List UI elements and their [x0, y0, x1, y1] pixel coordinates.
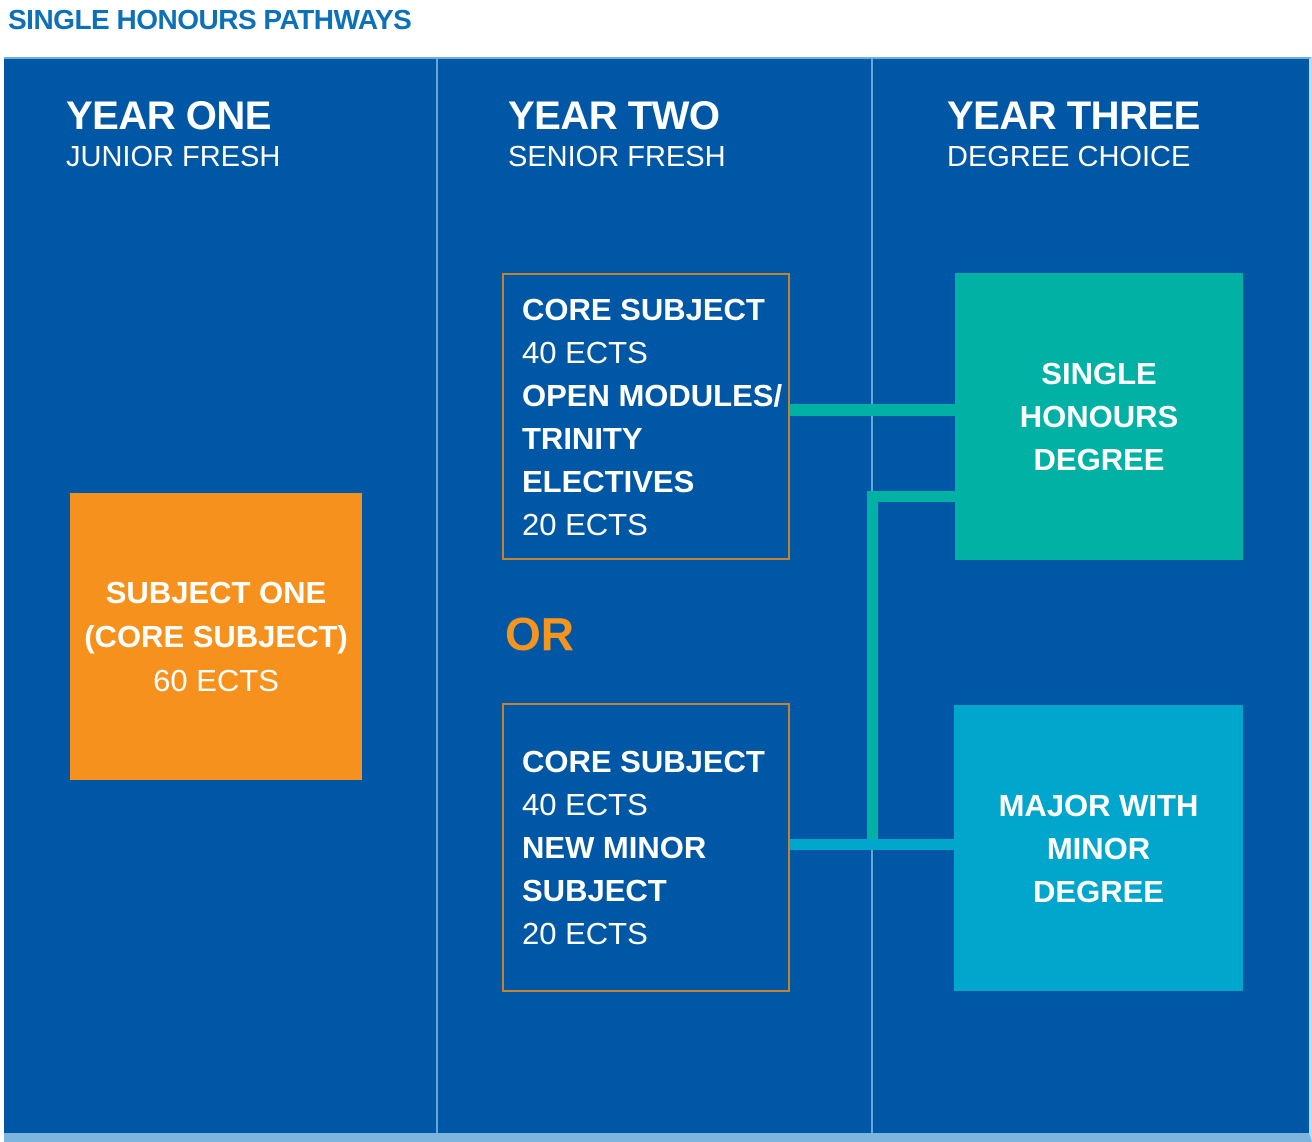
pathway-line-option2-to-single-honours-stub: [867, 491, 955, 502]
subject-one-box: SUBJECT ONE (CORE SUBJECT) 60 ECTS: [70, 493, 362, 780]
option2-new-minor-label-line2: SUBJECT: [522, 873, 667, 908]
year-three-subheading: DEGREE CHOICE: [947, 141, 1191, 173]
major-with-minor-degree-box: MAJOR WITH MINOR DEGREE: [954, 705, 1243, 991]
column-header-year-one: YEAR ONE JUNIOR FRESH: [66, 94, 280, 173]
column-header-year-two: YEAR TWO SENIOR FRESH: [508, 94, 726, 173]
option1-electives-ects: 20 ECTS: [522, 506, 648, 542]
or-label: OR: [505, 608, 574, 660]
subject-one-ects: 60 ECTS: [153, 662, 279, 698]
year-two-heading: YEAR TWO: [508, 94, 720, 138]
option1-core-ects: 40 ECTS: [522, 334, 648, 370]
year-one-subheading: JUNIOR FRESH: [66, 141, 281, 173]
single-honours-line2: HONOURS: [1019, 399, 1179, 434]
year-two-subheading: SENIOR FRESH: [508, 141, 726, 173]
page-title: SINGLE HONOURS PATHWAYS: [8, 4, 412, 35]
single-honours-line1: SINGLE: [1041, 356, 1157, 391]
option1-open-modules-label-line3: ELECTIVES: [522, 463, 695, 499]
subject-one-line1: SUBJECT ONE: [105, 574, 327, 610]
option2-core-ects: 40 ECTS: [522, 787, 648, 822]
option2-core-subject-label: CORE SUBJECT: [522, 744, 765, 779]
option1-open-modules-label-line2: TRINITY: [522, 420, 643, 456]
single-honours-degree-box: SINGLE HONOURS DEGREE: [955, 273, 1243, 560]
single-honours-line3: DEGREE: [1033, 442, 1165, 477]
option2-new-minor-label-line1: NEW MINOR: [522, 830, 707, 865]
subject-one-line2: (CORE SUBJECT): [84, 618, 348, 654]
column-divider-year1-year2: [436, 59, 438, 1133]
option1-open-modules-label-line1: OPEN MODULES/: [522, 377, 783, 413]
major-minor-line2: MINOR: [1046, 830, 1151, 866]
pathway-line-option2-to-major-minor: [790, 839, 954, 850]
option2-minor-ects: 20 ECTS: [522, 916, 648, 951]
pathway-line-option1-to-single-honours: [790, 404, 955, 416]
year2-option2-box: CORE SUBJECT 40 ECTS NEW MINOR SUBJECT 2…: [502, 703, 790, 992]
year2-option1-box: CORE SUBJECT 40 ECTS OPEN MODULES/ TRINI…: [502, 273, 790, 560]
year-three-heading: YEAR THREE: [947, 94, 1200, 138]
major-minor-line3: DEGREE: [1033, 873, 1164, 909]
pathway-line-option2-to-single-honours-vertical: [867, 491, 878, 840]
year-one-heading: YEAR ONE: [66, 94, 271, 138]
option1-core-subject-label: CORE SUBJECT: [522, 291, 765, 327]
major-minor-line1: MAJOR WITH: [998, 787, 1199, 823]
column-header-year-three: YEAR THREE DEGREE CHOICE: [947, 94, 1200, 173]
